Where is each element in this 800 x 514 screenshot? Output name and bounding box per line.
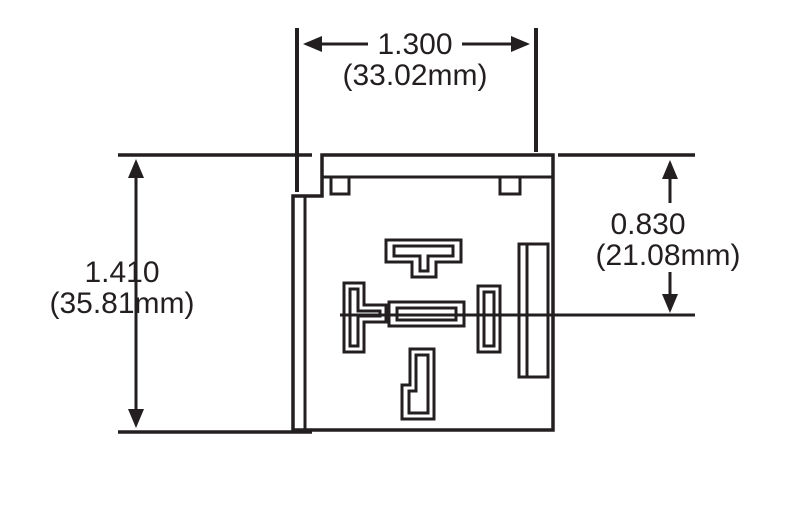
body-outline: [291, 153, 555, 432]
top-width-dimension: 1.300 (33.02mm): [295, 28, 538, 192]
height-dimension-metric: (35.81mm): [49, 287, 194, 320]
terminal-slots: [342, 238, 502, 421]
arrowhead-down-icon: [662, 294, 678, 313]
arrowhead-right-icon: [511, 36, 530, 52]
terminal-slot-bottom: [400, 347, 436, 421]
retention-tab-left: [329, 177, 351, 196]
terminal-slot-top: [384, 238, 463, 279]
terminal-slot-center: [387, 300, 466, 328]
terminal-outer-outline: [387, 300, 466, 328]
left-height-dimension: 1.410 (35.81mm): [49, 153, 312, 434]
arrowhead-left-icon: [303, 36, 322, 52]
terminal-outer-outline: [342, 281, 388, 354]
right-keyway-slot: [517, 242, 550, 379]
offset-dimension-metric: (21.08mm): [595, 239, 740, 272]
terminal-outer-outline: [476, 284, 502, 354]
retention-tab-right: [498, 177, 522, 196]
arrowhead-up-icon: [128, 159, 144, 178]
width-dimension-inches: 1.300: [377, 28, 452, 61]
terminal-inner-outline: [392, 244, 455, 273]
arrowhead-up-icon: [662, 160, 678, 179]
terminal-inner-outline: [482, 290, 496, 348]
right-offset-dimension: 0.830 (21.08mm): [558, 153, 741, 313]
terminal-inner-outline: [395, 306, 458, 322]
terminal-inner-outline: [348, 287, 382, 348]
offset-dimension-inches: 0.830: [610, 208, 685, 241]
terminal-outer-outline: [400, 347, 436, 421]
width-dimension-metric: (33.02mm): [342, 59, 487, 92]
terminal-slot-left: [342, 281, 388, 354]
arrowhead-down-icon: [128, 409, 144, 428]
terminal-inner-outline: [407, 353, 430, 415]
connector-body: [291, 153, 555, 432]
terminal-slot-right: [476, 284, 502, 354]
terminal-outer-outline: [384, 238, 463, 279]
height-dimension-inches: 1.410: [84, 256, 159, 289]
